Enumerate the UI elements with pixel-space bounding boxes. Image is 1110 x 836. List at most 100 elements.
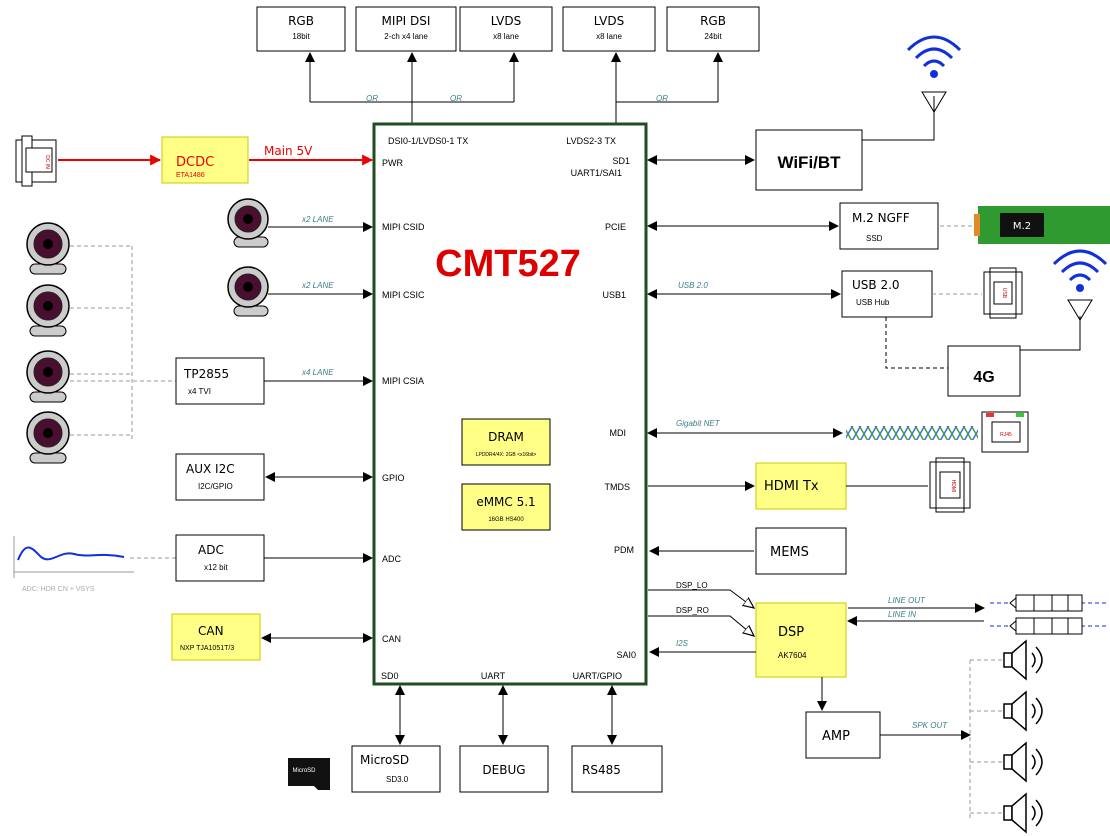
audio-jack-icon <box>990 594 1106 612</box>
microsd-card-icon: MicroSD <box>288 758 330 790</box>
svg-text:TP2855: TP2855 <box>183 367 229 381</box>
camera-icon <box>26 411 70 464</box>
pin-label: UART1/SAI1 <box>571 168 622 178</box>
ethernet-cable <box>846 426 978 440</box>
pin-label: MDI <box>610 428 627 438</box>
svg-text:I2C/GPIO: I2C/GPIO <box>198 482 233 491</box>
svg-text:MIPI DSI: MIPI DSI <box>382 14 431 28</box>
svg-text:LPDDR4/4X: 2GB <x16bit>: LPDDR4/4X: 2GB <x16bit> <box>476 452 537 458</box>
svg-text:AMP: AMP <box>822 729 850 744</box>
net-label: Gigabit NET <box>676 419 721 428</box>
svg-text:DC IN: DC IN <box>44 155 50 169</box>
adc-waveform-icon <box>13 536 134 578</box>
aux-i2c-block: AUX I2C I2C/GPIO <box>175 453 265 501</box>
pin-label: ADC <box>382 554 402 564</box>
svg-text:SD3.0: SD3.0 <box>386 775 409 784</box>
net-label: SPK OUT <box>912 721 948 730</box>
svg-text:MEMS: MEMS <box>770 545 809 560</box>
4g-antenna-icon <box>1020 249 1108 351</box>
emmc-block: eMMC 5.1 16GB HS400 <box>461 483 551 531</box>
display-output-mipi-dsi: MIPI DSI 2-ch x4 lane <box>355 6 457 52</box>
svg-text:RGB: RGB <box>288 14 314 28</box>
rs485-block: RS485 <box>571 745 663 793</box>
display-output-lvds-b: LVDS x8 lane <box>562 6 656 52</box>
svg-text:RGB: RGB <box>700 14 726 28</box>
svg-text:DEBUG: DEBUG <box>482 763 525 777</box>
4g-block: 4G <box>947 345 1021 397</box>
hdmi-connector-icon: HDMI <box>929 457 971 513</box>
or-label: OR <box>450 94 462 103</box>
svg-text:MicroSD: MicroSD <box>292 768 316 774</box>
camera-icon <box>26 222 70 275</box>
speaker-icon <box>1003 690 1043 732</box>
4g-link-line <box>885 317 948 369</box>
pin-label: SD0 <box>381 671 399 681</box>
camera-icon <box>26 350 70 403</box>
svg-text:USB 2.0: USB 2.0 <box>852 278 900 292</box>
svg-text:LVDS: LVDS <box>491 14 521 28</box>
pin-label: PCIE <box>605 222 626 232</box>
svg-text:AUX I2C: AUX I2C <box>186 462 235 476</box>
hdmi-tx-block: HDMI Tx <box>755 462 847 510</box>
pin-label: MIPI CSID <box>382 222 425 232</box>
svg-text:4G: 4G <box>973 369 994 386</box>
svg-text:M.2 NGFF: M.2 NGFF <box>852 211 910 225</box>
svg-text:24bit: 24bit <box>704 32 722 41</box>
dsp-lo-label: DSP_LO <box>676 581 708 590</box>
svg-text:x8 lane: x8 lane <box>596 32 622 41</box>
svg-text:ADC: ADC <box>198 543 224 557</box>
svg-text:2-ch x4 lane: 2-ch x4 lane <box>384 32 428 41</box>
net-label: x2 LANE <box>301 215 334 224</box>
speaker-bus-lines <box>969 659 1004 820</box>
pin-label: MIPI CSIA <box>382 376 424 386</box>
pin-label: USB1 <box>602 290 626 300</box>
dram-block: DRAM LPDDR4/4X: 2GB <x16bit> <box>461 418 551 466</box>
pin-label: PWR <box>382 158 403 168</box>
svg-text:USB: USB <box>1001 288 1007 299</box>
rj45-connector-icon: RJ45 <box>981 411 1029 453</box>
svg-text:x12 bit: x12 bit <box>204 563 228 572</box>
pin-label: SAI0 <box>616 650 636 660</box>
svg-text:RS485: RS485 <box>582 763 621 777</box>
amp-block: AMP <box>805 711 881 759</box>
pin-label: SD1 <box>612 156 630 166</box>
net-label: LINE OUT <box>888 596 926 605</box>
or-label: OR <box>366 94 378 103</box>
soc-block <box>372 122 648 686</box>
main-5v-label: Main 5V <box>264 144 313 158</box>
adc-caption: ADC: HDR CN + VSYS <box>22 586 95 593</box>
pin-label: MIPI CSIC <box>382 290 425 300</box>
net-label: LINE IN <box>888 610 916 619</box>
dsp-signal-lines <box>648 589 754 636</box>
camera-icon <box>26 284 70 337</box>
net-label: x4 LANE <box>301 368 334 377</box>
pin-label: LVDS2-3 TX <box>566 136 616 146</box>
display-output-lvds-a: LVDS x8 lane <box>459 6 553 52</box>
svg-text:DCDC: DCDC <box>176 155 214 170</box>
net-label: USB 2.0 <box>678 281 708 290</box>
display-output-rgb24: RGB 24bit <box>666 6 760 52</box>
svg-text:16GB HS400: 16GB HS400 <box>488 517 524 523</box>
svg-text:x8 lane: x8 lane <box>493 32 519 41</box>
svg-text:CAN: CAN <box>198 624 224 638</box>
camera-link-lines <box>70 245 176 440</box>
pin-label: TMDS <box>605 482 631 492</box>
svg-text:WiFi/BT: WiFi/BT <box>777 153 841 172</box>
svg-text:HDMI: HDMI <box>950 480 956 493</box>
svg-text:NXP TJA1051T/3: NXP TJA1051T/3 <box>180 645 234 652</box>
pin-label: PDM <box>614 545 634 555</box>
pin-label: CAN <box>382 634 401 644</box>
m2-ngff-block: M.2 NGFF SSD <box>839 202 939 250</box>
svg-text:18bit: 18bit <box>292 32 310 41</box>
dsp-ro-label: DSP_RO <box>676 606 709 615</box>
dcdc-block: DCDC ETA1486 <box>161 136 249 184</box>
usb-connector-icon: USB <box>983 267 1023 319</box>
wifi-antenna-icon <box>862 35 962 141</box>
usb-hub-block: USB 2.0 USB Hub <box>841 270 933 318</box>
camera-icon <box>227 198 269 248</box>
svg-text:DSP: DSP <box>778 625 804 640</box>
display-output-rgb18: RGB 18bit <box>256 6 346 52</box>
m2-card-icon: M.2 <box>974 206 1110 244</box>
svg-text:RJ45: RJ45 <box>1000 432 1012 438</box>
svg-text:eMMC 5.1: eMMC 5.1 <box>476 495 535 509</box>
